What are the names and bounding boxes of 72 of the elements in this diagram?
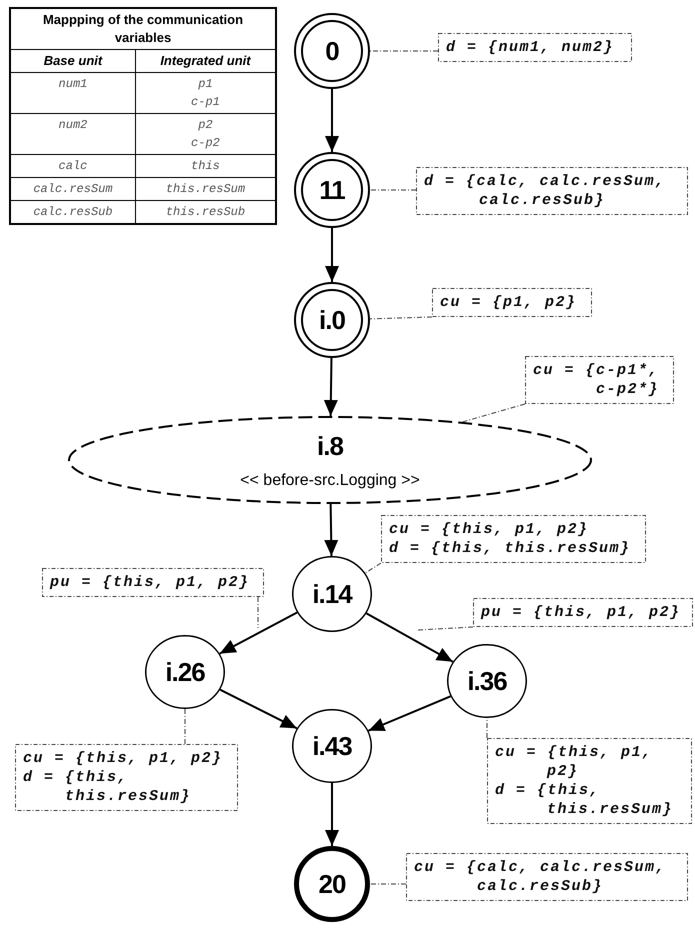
state-circle bbox=[294, 846, 370, 922]
column-header: Base unit bbox=[44, 53, 102, 68]
annotation-box bbox=[487, 738, 692, 824]
annotation-text: cu = {calc, calc.resSum, calc.resSub} bbox=[414, 858, 668, 896]
state-label: i.0 bbox=[319, 304, 345, 336]
state-circle bbox=[294, 13, 370, 89]
annotation-text: d = {num1, num2} bbox=[446, 38, 616, 57]
state-circle bbox=[294, 282, 370, 358]
table-cell-text: calc.resSub bbox=[32, 204, 114, 221]
arrow bbox=[219, 612, 298, 654]
state-circle bbox=[292, 709, 372, 783]
annotation-box bbox=[381, 515, 646, 563]
annotation-text: d = {this, this.resSum} bbox=[23, 768, 192, 806]
state-label: 0 bbox=[325, 36, 339, 66]
arrow bbox=[368, 695, 451, 732]
leader-line bbox=[370, 50, 438, 52]
table-cell-text: calc bbox=[58, 158, 88, 175]
table-cell-text: this bbox=[190, 158, 221, 175]
annotation-box bbox=[406, 853, 688, 901]
leader-line bbox=[486, 718, 488, 738]
state-ellipse bbox=[68, 416, 592, 504]
annotation-box bbox=[42, 568, 264, 597]
leader-line bbox=[418, 626, 474, 630]
table-cell-text: calc.resSum bbox=[32, 181, 114, 198]
arrow bbox=[325, 89, 339, 152]
state-label: 11 bbox=[319, 174, 345, 206]
arrow bbox=[366, 612, 454, 663]
state-circle bbox=[447, 644, 527, 718]
arrow bbox=[325, 783, 339, 846]
state-label: 20 bbox=[318, 868, 346, 900]
table-cell-text: num1 bbox=[58, 76, 88, 93]
state-label: i.36 bbox=[467, 666, 507, 696]
state-circle bbox=[292, 556, 372, 632]
table-cell-text: num2 bbox=[58, 117, 88, 134]
column-header: Integrated unit bbox=[160, 53, 251, 68]
annotation-text: pu = {this, p1, p2} bbox=[481, 603, 682, 622]
leader-line bbox=[184, 708, 186, 744]
annotation-box bbox=[416, 167, 688, 215]
annotation-text: cu = {p1, p2} bbox=[440, 293, 578, 312]
leader-line bbox=[369, 316, 432, 320]
arrow bbox=[325, 228, 339, 282]
table-cell-text: c-p2 bbox=[190, 135, 221, 152]
table-cell-text: this.resSum bbox=[164, 181, 246, 198]
annotation-box bbox=[432, 288, 592, 317]
table-cell-text: this.resSub bbox=[164, 204, 246, 221]
annotation-box bbox=[525, 356, 674, 404]
arrow bbox=[324, 358, 338, 416]
annotation-text: cu = {this, p1, p2} bbox=[389, 520, 590, 539]
annotation-text: pu = {this, p1, p2} bbox=[50, 573, 251, 592]
annotation-text: cu = {this, p1, p2} bbox=[23, 749, 224, 768]
arrow bbox=[220, 688, 298, 730]
leader-line bbox=[462, 404, 526, 423]
table-cell-text: p1 bbox=[197, 76, 214, 93]
annotation-text: d = {this, this.resSum} bbox=[389, 539, 632, 558]
state-label: i.8 bbox=[317, 430, 343, 462]
annotation-text: d = {this, this.resSum} bbox=[495, 781, 674, 819]
arrow bbox=[324, 504, 338, 556]
annotation-text: d = {calc, calc.resSum, calc.resSub} bbox=[424, 172, 667, 210]
stereotype-label: << before-src.Logging >> bbox=[240, 472, 420, 490]
annotation-box bbox=[15, 744, 238, 811]
table-cell-text: c-p1 bbox=[190, 94, 221, 111]
state-circle bbox=[294, 152, 370, 228]
table-title: Mappping of the communication variables bbox=[42, 12, 244, 45]
annotation-box bbox=[438, 33, 632, 62]
annotation-text: cu = {c-p1*, c-p2*} bbox=[533, 361, 660, 399]
state-circle bbox=[145, 635, 225, 709]
leader-line bbox=[364, 562, 382, 574]
state-label: i.43 bbox=[312, 730, 352, 762]
annotation-box bbox=[473, 598, 693, 627]
state-label: i.14 bbox=[312, 578, 352, 610]
state-label: i.26 bbox=[165, 656, 205, 688]
table-cell-text: p2 bbox=[197, 117, 214, 134]
